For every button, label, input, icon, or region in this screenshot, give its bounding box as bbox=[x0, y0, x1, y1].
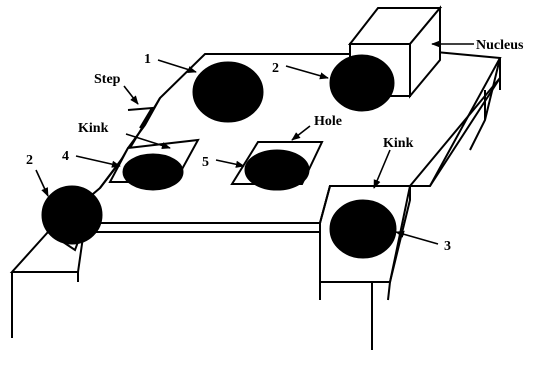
adatom-step bbox=[41, 185, 103, 245]
site-number-2-step: 2 bbox=[26, 153, 33, 168]
site-number-1: 1 bbox=[144, 52, 151, 67]
site-number-5: 5 bbox=[202, 155, 209, 170]
arrow-1 bbox=[157, 59, 197, 73]
arrow-5 bbox=[215, 159, 245, 168]
site-number-4: 4 bbox=[62, 149, 69, 164]
label-kink-right: Kink bbox=[383, 136, 414, 151]
label-nucleus: Nucleus bbox=[476, 38, 524, 53]
atoms bbox=[41, 54, 397, 259]
front-edge bbox=[84, 223, 320, 233]
arrow-kink-right bbox=[373, 149, 391, 189]
label-kink-left: Kink bbox=[78, 121, 109, 136]
left-vertical bbox=[11, 272, 79, 338]
site-number-2-nucleus: 2 bbox=[272, 61, 279, 76]
adatom-kink-corner bbox=[329, 199, 397, 259]
arrow-2-nucleus bbox=[285, 65, 329, 80]
arrow-kink-left bbox=[125, 133, 171, 149]
label-step: Step bbox=[94, 72, 121, 87]
adatom-hole bbox=[244, 149, 310, 191]
site-number-3: 3 bbox=[444, 239, 451, 254]
arrow-hole bbox=[291, 125, 311, 141]
arrow-4 bbox=[75, 155, 121, 168]
right-lower-face bbox=[371, 281, 391, 350]
nucleus-cube-side bbox=[409, 5, 441, 99]
right-back-edge bbox=[409, 77, 501, 187]
labels: Nucleus Step Kink Hole Kink 1 2 2 4 5 3 bbox=[26, 38, 524, 254]
arrows bbox=[35, 40, 474, 245]
label-hole: Hole bbox=[314, 114, 342, 129]
kink-pit-edges bbox=[319, 185, 411, 283]
lower-left-step bbox=[9, 222, 86, 273]
adatom-nucleus bbox=[329, 54, 395, 112]
step-notch bbox=[127, 106, 154, 129]
arrow-step bbox=[123, 85, 139, 105]
adatom-terrace bbox=[192, 61, 264, 123]
adatom-kink-left bbox=[122, 153, 184, 191]
arrow-2-step bbox=[35, 169, 49, 197]
arrow-3 bbox=[395, 230, 439, 245]
